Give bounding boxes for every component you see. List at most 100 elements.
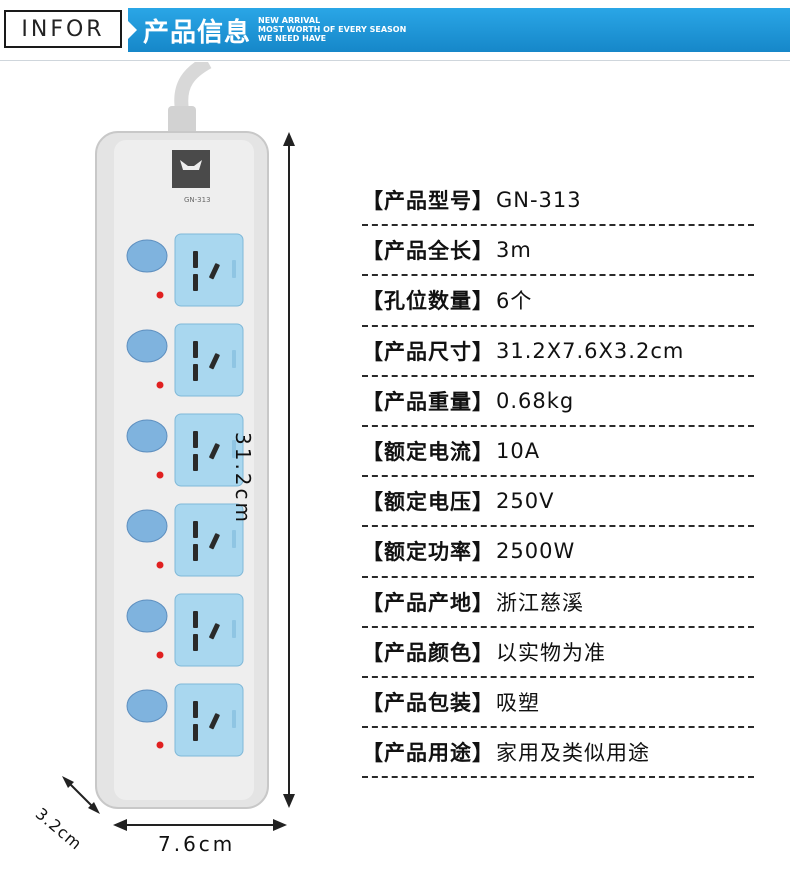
depth-arrow-bottom-icon bbox=[88, 802, 100, 814]
indicator-light-icon bbox=[156, 741, 164, 749]
spec-value: 31.2X7.6X3.2cm bbox=[496, 338, 685, 363]
socket-slot-icon bbox=[209, 443, 220, 460]
spec-value: 浙江慈溪 bbox=[496, 590, 584, 615]
spec-label: 【产品用途】 bbox=[362, 741, 494, 766]
spec-row: 【额定电流】10A bbox=[362, 427, 754, 478]
spec-label: 【额定电流】 bbox=[362, 440, 494, 465]
socket-label-mark bbox=[232, 260, 236, 278]
socket-slot-icon bbox=[193, 701, 198, 718]
socket-slot-icon bbox=[193, 634, 198, 651]
indicator-light-icon bbox=[156, 651, 164, 659]
socket-slot-icon bbox=[193, 274, 198, 291]
spec-row: 【产品尺寸】31.2X7.6X3.2cm bbox=[362, 327, 754, 377]
socket-slot-icon bbox=[193, 251, 198, 268]
socket-label-mark bbox=[232, 350, 236, 368]
socket-label-mark bbox=[232, 440, 236, 458]
outlet-socket bbox=[174, 323, 244, 397]
spec-value: 以实物为准 bbox=[496, 640, 606, 665]
spec-value: GN-313 bbox=[496, 188, 582, 213]
socket-slot-icon bbox=[209, 623, 220, 640]
infor-tag: INFOR bbox=[4, 10, 122, 48]
banner-arrow-icon bbox=[125, 18, 137, 42]
outlet-group bbox=[126, 233, 244, 757]
socket-label-mark bbox=[232, 530, 236, 548]
section-title: 产品信息 bbox=[143, 18, 252, 48]
spec-label: 【额定功率】 bbox=[362, 540, 494, 565]
outlet-socket bbox=[174, 413, 244, 487]
switch-button bbox=[126, 419, 168, 453]
spec-label: 【产品包装】 bbox=[362, 690, 494, 715]
height-arrow-top-icon bbox=[283, 132, 295, 146]
spec-label: 【孔位数量】 bbox=[362, 289, 494, 314]
spec-value: 家用及类似用途 bbox=[496, 741, 650, 766]
switch-button bbox=[126, 509, 168, 543]
socket-slot-icon bbox=[193, 724, 198, 741]
bull-logo-icon bbox=[172, 150, 210, 188]
spec-value: 250V bbox=[496, 489, 555, 514]
spec-row: 【额定电压】250V bbox=[362, 477, 754, 528]
socket-slot-icon bbox=[193, 341, 198, 358]
switch-button bbox=[126, 599, 168, 633]
spec-value: 吸塑 bbox=[496, 690, 540, 715]
spec-value: 10A bbox=[496, 439, 541, 464]
depth-arrow-top-icon bbox=[62, 776, 74, 788]
spec-label: 【产品尺寸】 bbox=[362, 339, 494, 364]
cable-strain-relief bbox=[168, 106, 196, 136]
header-divider bbox=[0, 60, 790, 61]
spec-row: 【产品颜色】以实物为准 bbox=[362, 628, 754, 678]
indicator-light-icon bbox=[156, 291, 164, 299]
spec-row: 【产品重量】0.68kg bbox=[362, 377, 754, 427]
section-subtitle: NEW ARRIVAL MOST WORTH OF EVERY SEASON W… bbox=[258, 16, 407, 43]
spec-label: 【产品全长】 bbox=[362, 239, 494, 264]
indicator-light-icon bbox=[156, 561, 164, 569]
width-label: 7.6cm bbox=[158, 832, 236, 856]
strip-model-mark: GN-313 bbox=[184, 196, 211, 204]
width-arrow-right-icon bbox=[273, 819, 287, 831]
height-label: 31.2cm bbox=[231, 432, 255, 526]
socket-slot-icon bbox=[209, 353, 220, 370]
outlet-socket bbox=[174, 503, 244, 577]
spec-row: 【产品用途】家用及类似用途 bbox=[362, 728, 754, 779]
socket-slot-icon bbox=[209, 713, 220, 730]
outlet-socket bbox=[174, 233, 244, 307]
socket-slot-icon bbox=[209, 533, 220, 550]
socket-label-mark bbox=[232, 620, 236, 638]
indicator-light-icon bbox=[156, 381, 164, 389]
outlet-socket bbox=[174, 683, 244, 757]
socket-slot-icon bbox=[193, 364, 198, 381]
spec-label: 【产品型号】 bbox=[362, 189, 494, 214]
spec-label: 【产品颜色】 bbox=[362, 640, 494, 665]
switch-button bbox=[126, 689, 168, 723]
switch-button bbox=[126, 239, 168, 273]
spec-row: 【孔位数量】6个 bbox=[362, 276, 754, 327]
spec-row: 【产品包装】吸塑 bbox=[362, 678, 754, 729]
socket-slot-icon bbox=[193, 611, 198, 628]
spec-row: 【产品产地】浙江慈溪 bbox=[362, 578, 754, 628]
width-arrow-left-icon bbox=[113, 819, 127, 831]
socket-label-mark bbox=[232, 710, 236, 728]
spec-label: 【额定电压】 bbox=[362, 490, 494, 515]
indicator-light-icon bbox=[156, 471, 164, 479]
spec-value: 2500W bbox=[496, 539, 576, 564]
banner-background bbox=[128, 8, 790, 52]
header-banner: INFOR 产品信息 NEW ARRIVAL MOST WORTH OF EVE… bbox=[0, 0, 790, 62]
spec-value: 0.68kg bbox=[496, 388, 575, 413]
socket-slot-icon bbox=[193, 544, 198, 561]
height-arrow-bottom-icon bbox=[283, 794, 295, 808]
spec-value: 6个 bbox=[496, 289, 533, 314]
spec-row: 【产品型号】GN-313 bbox=[362, 176, 754, 227]
product-figure: GN-313 bbox=[0, 55, 340, 886]
power-cable bbox=[174, 55, 212, 112]
socket-slot-icon bbox=[209, 263, 220, 280]
spec-list: 【产品型号】GN-313【产品全长】3m【孔位数量】6个【产品尺寸】31.2X7… bbox=[362, 176, 754, 779]
spec-label: 【产品产地】 bbox=[362, 590, 494, 615]
switch-button bbox=[126, 329, 168, 363]
power-strip-illustration: GN-313 bbox=[62, 55, 295, 831]
socket-slot-icon bbox=[193, 431, 198, 448]
spec-value: 3m bbox=[496, 238, 532, 263]
spec-row: 【额定功率】2500W bbox=[362, 527, 754, 578]
spec-label: 【产品重量】 bbox=[362, 389, 494, 414]
socket-slot-icon bbox=[193, 521, 198, 538]
outlet-socket bbox=[174, 593, 244, 667]
socket-slot-icon bbox=[193, 454, 198, 471]
